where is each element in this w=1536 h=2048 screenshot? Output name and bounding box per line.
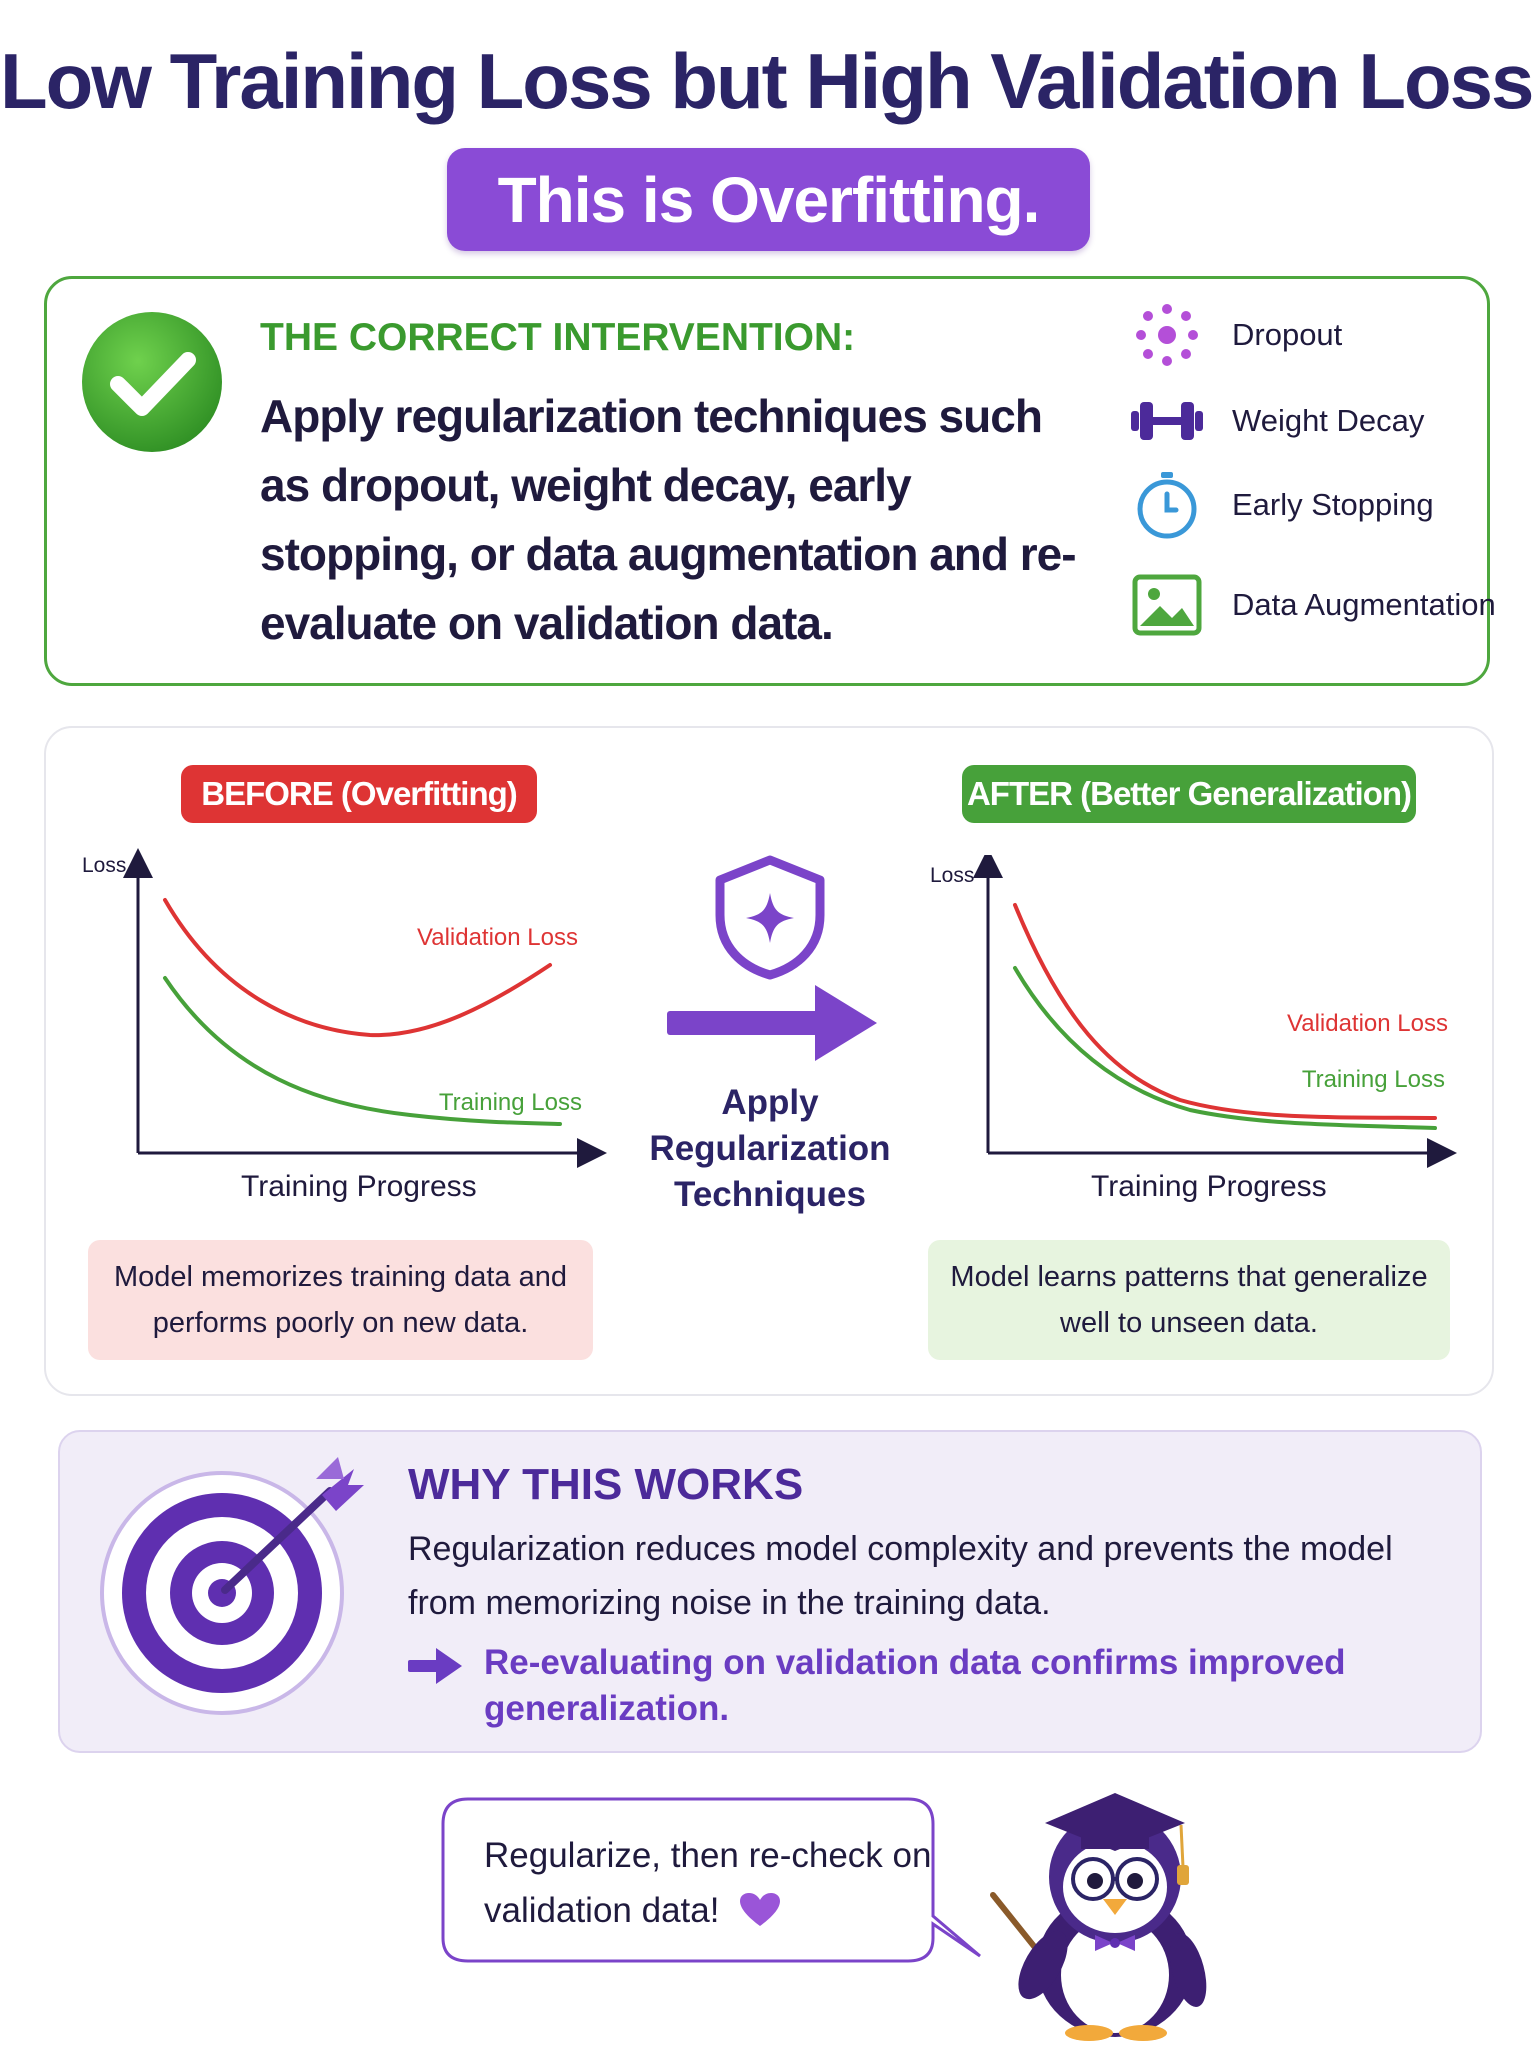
after-caption: Model learns patterns that generalize we… bbox=[928, 1240, 1450, 1360]
why-note: Re-evaluating on validation data confirm… bbox=[484, 1643, 1346, 1728]
right-arrow-icon bbox=[667, 985, 877, 1061]
subtitle-banner: This is Overfitting. bbox=[447, 148, 1090, 251]
why-body-text: Regularization reduces model complexity … bbox=[408, 1530, 1393, 1622]
shield-icon bbox=[715, 855, 825, 980]
before-caption: Model memorizes training data and perfor… bbox=[88, 1240, 593, 1360]
technique-early-stopping: Early Stopping bbox=[1130, 470, 1434, 540]
stopwatch-icon bbox=[1130, 470, 1204, 540]
page-title: Low Training Loss but High Validation Lo… bbox=[0, 37, 1536, 125]
intervention-heading: THE CORRECT INTERVENTION: bbox=[260, 316, 856, 359]
before-loss-chart: Loss Validation Loss Training Loss bbox=[82, 848, 607, 1168]
technique-label: Early Stopping bbox=[1232, 487, 1434, 522]
speech-bubble-message: Regularize, then re-check on validation … bbox=[484, 1836, 932, 1930]
target-icon bbox=[100, 1457, 364, 1715]
training-loss-label: Training Loss bbox=[1302, 1066, 1445, 1093]
validation-loss-line bbox=[163, 898, 552, 1038]
check-circle-icon bbox=[82, 312, 222, 452]
technique-dropout: Dropout bbox=[1130, 300, 1342, 370]
before-tag: BEFORE (Overfitting) bbox=[181, 765, 537, 823]
after-tag: AFTER (Better Generalization) bbox=[962, 765, 1416, 823]
after-x-axis-title: Training Progress bbox=[1091, 1170, 1327, 1203]
penguin-mascot-icon bbox=[990, 1793, 1207, 2041]
validation-loss-label: Validation Loss bbox=[417, 924, 578, 951]
training-loss-line bbox=[163, 976, 562, 1126]
intervention-card bbox=[44, 276, 1490, 686]
arrow-right-icon bbox=[408, 1648, 462, 1684]
technique-label: Dropout bbox=[1232, 317, 1343, 352]
dumbbell-icon bbox=[1130, 386, 1204, 456]
technique-weight-decay: Weight Decay bbox=[1130, 386, 1424, 456]
dropout-icon bbox=[1130, 300, 1204, 370]
before-x-axis-title: Training Progress bbox=[241, 1170, 477, 1203]
technique-label: Weight Decay bbox=[1232, 403, 1425, 438]
technique-data-augmentation: Data Augmentation bbox=[1130, 570, 1496, 640]
image-icon bbox=[1130, 570, 1204, 640]
y-axis-label: Loss bbox=[930, 864, 974, 887]
heart-icon bbox=[740, 1893, 781, 1926]
speech-bubble-text: Regularize, then re-check on validation … bbox=[484, 1828, 954, 1938]
training-loss-line bbox=[1013, 966, 1437, 1130]
why-heading: WHY THIS WORKS bbox=[408, 1460, 804, 1509]
training-loss-label: Training Loss bbox=[439, 1089, 582, 1116]
after-loss-chart: Loss Validation Loss Training Loss bbox=[930, 855, 1457, 1168]
validation-loss-label: Validation Loss bbox=[1287, 1010, 1448, 1037]
intervention-text: Apply regularization techniques such as … bbox=[260, 390, 1077, 649]
technique-label: Data Augmentation bbox=[1232, 587, 1496, 622]
apply-regularization-label: Apply Regularization Techniques bbox=[649, 1083, 891, 1214]
validation-loss-line bbox=[1013, 903, 1437, 1120]
y-axis-label: Loss bbox=[82, 854, 126, 877]
speech-bubble bbox=[441, 1797, 981, 1963]
